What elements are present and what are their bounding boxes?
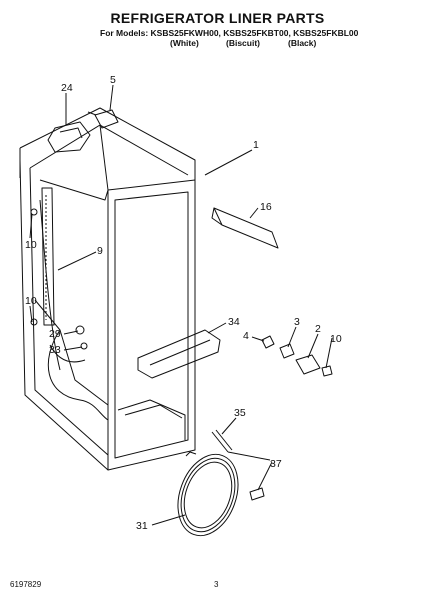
callout-35: 35 [234, 407, 246, 419]
callout-10-upper: 10 [25, 239, 37, 251]
callout-34: 34 [228, 316, 240, 328]
part-5-switch [87, 109, 119, 129]
callout-labels: 24 5 1 16 10 9 10 29 33 34 4 3 2 10 35 3… [25, 74, 342, 532]
callout-1: 1 [253, 139, 259, 151]
document-number: 6197829 [10, 580, 42, 589]
part-2-3-4-light-assembly [261, 335, 333, 377]
fasteners [30, 208, 88, 350]
callout-29: 29 [49, 328, 61, 340]
callout-10-right: 10 [330, 333, 342, 345]
callout-3: 3 [294, 316, 300, 328]
callout-37: 37 [270, 458, 282, 470]
callout-5: 5 [110, 74, 116, 86]
callout-24: 24 [61, 82, 73, 94]
part-16-bracket [211, 207, 279, 249]
callout-4: 4 [243, 330, 249, 342]
liner-shell [19, 107, 196, 471]
part-35-tube [211, 429, 271, 461]
callout-16: 16 [260, 201, 272, 213]
page-number: 3 [214, 580, 219, 589]
callout-2: 2 [315, 323, 321, 335]
leader-lines [29, 84, 333, 526]
color-black: (Black) [288, 38, 317, 48]
page-title: REFRIGERATOR LINER PARTS [110, 10, 325, 26]
part-24-control-housing [47, 121, 91, 153]
part-9-light-channel [41, 187, 55, 326]
part-34-shelf [137, 329, 221, 379]
callout-31: 31 [136, 520, 148, 532]
callout-10-lower: 10 [25, 295, 37, 307]
callout-33: 33 [49, 344, 61, 356]
part-31-wire-coil [177, 451, 239, 537]
color-white: (White) [170, 38, 199, 48]
color-biscuit: (Biscuit) [226, 38, 260, 48]
callout-9: 9 [97, 245, 103, 257]
part-37-screw [249, 487, 265, 501]
models-line: For Models: KSBS25FKWH00, KSBS25FKBT00, … [100, 28, 359, 38]
